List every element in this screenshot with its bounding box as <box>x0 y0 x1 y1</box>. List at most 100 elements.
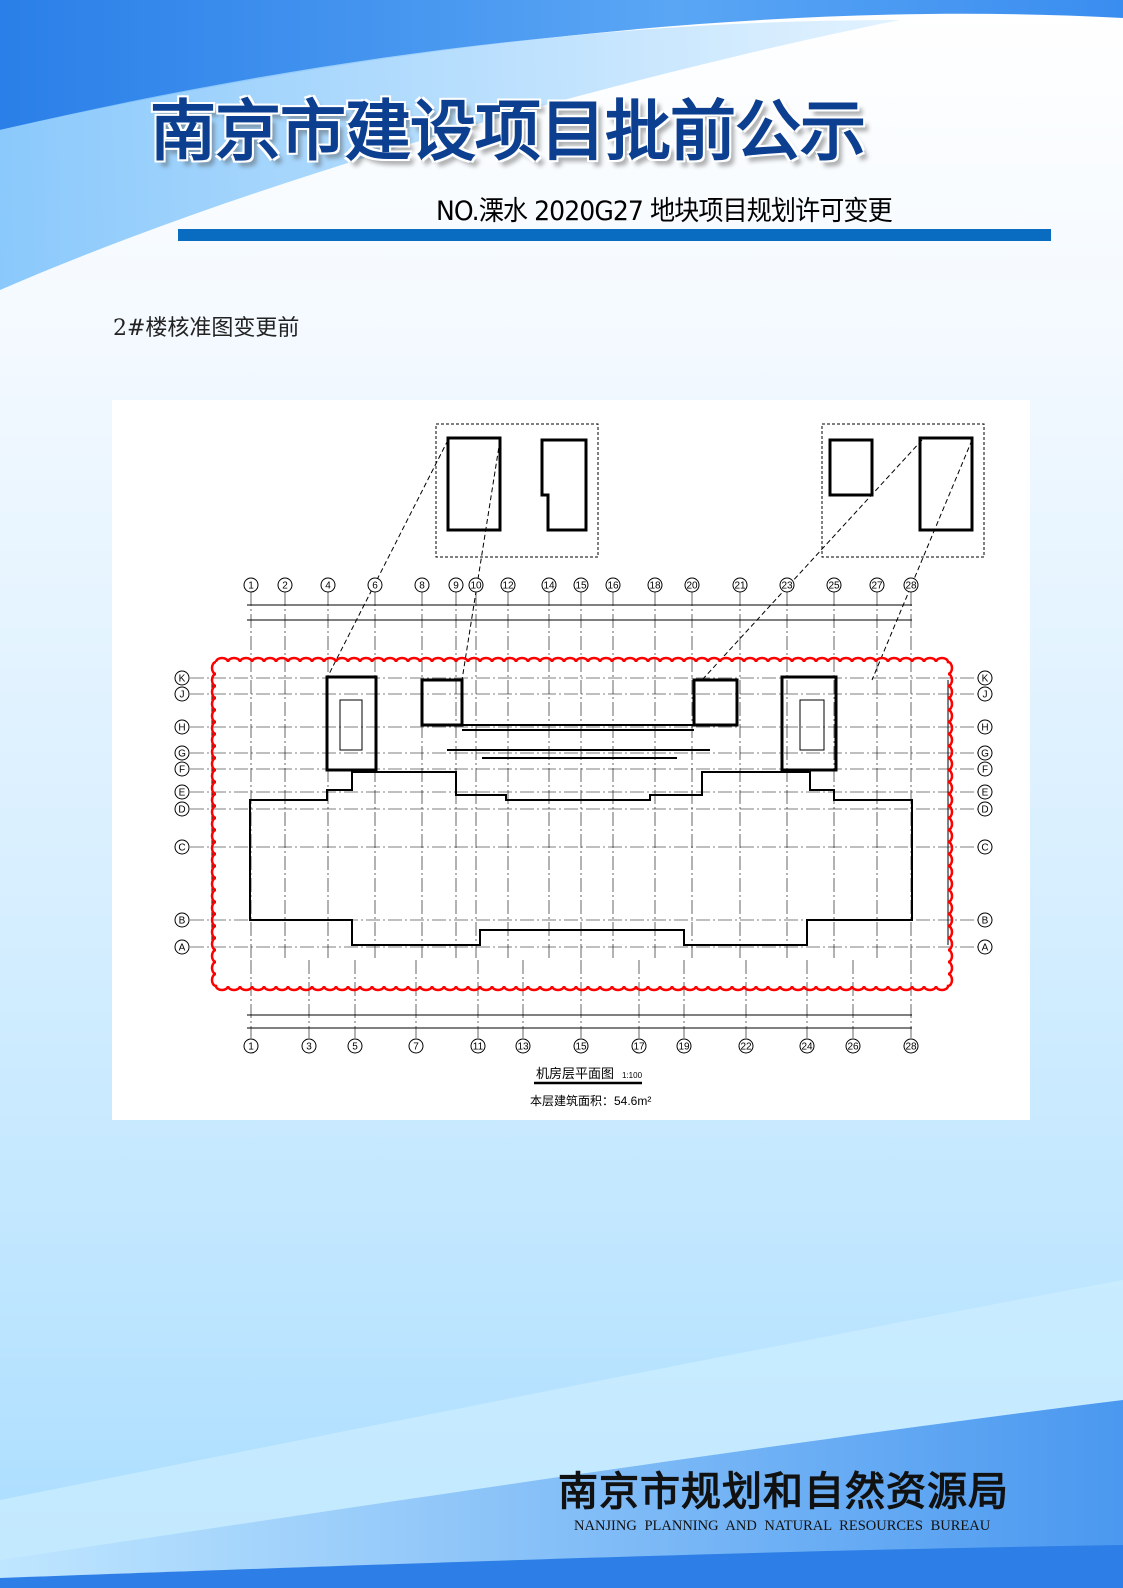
svg-text:D: D <box>981 805 988 816</box>
axis-label-top-4: 4 <box>320 577 336 593</box>
svg-text:2: 2 <box>282 581 288 592</box>
svg-text:27: 27 <box>871 581 883 592</box>
axis-label-left-H: H <box>174 719 190 735</box>
svg-text:25: 25 <box>828 581 840 592</box>
svg-text:A: A <box>982 943 989 954</box>
svg-text:K: K <box>179 674 186 685</box>
axis-label-bottom-22: 22 <box>738 1038 754 1054</box>
axis-label-bottom-5: 5 <box>347 1038 363 1054</box>
axis-label-top-18: 18 <box>647 577 663 593</box>
svg-text:1: 1 <box>248 1042 254 1053</box>
svg-text:B: B <box>179 916 186 927</box>
axis-label-bottom-7: 7 <box>408 1038 424 1054</box>
axis-label-top-12: 12 <box>500 577 516 593</box>
svg-text:4: 4 <box>325 581 331 592</box>
project-subtitle: NO.溧水 2020G27 地块项目规划许可变更 <box>436 196 893 227</box>
axis-label-top-1: 1 <box>243 577 259 593</box>
svg-text:F: F <box>982 765 988 776</box>
axis-label-left-C: C <box>174 839 190 855</box>
svg-text:B: B <box>982 916 989 927</box>
axis-label-left-E: E <box>174 784 190 800</box>
svg-text:11: 11 <box>473 1042 484 1053</box>
axis-label-top-10: 10 <box>468 577 484 593</box>
page-title: 南京市建设项目批前公示 <box>150 92 866 170</box>
svg-text:5: 5 <box>352 1042 358 1053</box>
axis-label-top-2: 2 <box>277 577 293 593</box>
svg-text:13: 13 <box>517 1042 529 1053</box>
svg-text:H: H <box>981 723 988 734</box>
plan-title: 机房层平面图 <box>536 1066 614 1081</box>
svg-text:8: 8 <box>419 581 425 592</box>
svg-text:D: D <box>178 805 185 816</box>
axis-label-right-C: C <box>977 839 993 855</box>
svg-text:H: H <box>178 723 185 734</box>
plan-scale: 1:100 <box>622 1071 643 1080</box>
title-underline-bar <box>178 229 1051 241</box>
axis-label-top-23: 23 <box>779 577 795 593</box>
svg-text:3: 3 <box>306 1042 312 1053</box>
svg-text:14: 14 <box>543 581 555 592</box>
svg-text:19: 19 <box>678 1042 690 1053</box>
axis-label-top-20: 20 <box>684 577 700 593</box>
axis-label-top-25: 25 <box>826 577 842 593</box>
axis-label-right-J: J <box>977 686 993 702</box>
svg-text:K: K <box>982 674 989 685</box>
svg-text:21: 21 <box>734 581 746 592</box>
axis-label-right-H: H <box>977 719 993 735</box>
axis-label-top-9: 9 <box>448 577 464 593</box>
revision-cloud <box>210 656 954 992</box>
axis-label-right-A: A <box>977 939 993 955</box>
axis-label-top-21: 21 <box>732 577 748 593</box>
floor-area-label: 本层建筑面积：54.6m² <box>530 1093 651 1108</box>
axis-label-bottom-26: 26 <box>845 1038 861 1054</box>
svg-text:C: C <box>178 843 185 854</box>
svg-text:15: 15 <box>575 1042 587 1053</box>
axis-label-top-15: 15 <box>573 577 589 593</box>
axis-label-left-F: F <box>174 761 190 777</box>
svg-text:7: 7 <box>413 1042 419 1053</box>
svg-text:9: 9 <box>453 581 459 592</box>
axis-label-top-16: 16 <box>605 577 621 593</box>
svg-text:22: 22 <box>740 1042 752 1053</box>
axis-label-left-K: K <box>174 670 190 686</box>
axis-label-right-E: E <box>977 784 993 800</box>
svg-text:15: 15 <box>575 581 587 592</box>
organization-name: 南京市规划和自然资源局 <box>558 1468 1009 1515</box>
svg-text:1: 1 <box>248 581 254 592</box>
svg-text:24: 24 <box>801 1042 813 1053</box>
svg-text:28: 28 <box>905 581 917 592</box>
svg-text:17: 17 <box>633 1042 645 1053</box>
axis-label-left-D: D <box>174 801 190 817</box>
axis-label-top-27: 27 <box>869 577 885 593</box>
svg-text:18: 18 <box>649 581 661 592</box>
svg-text:J: J <box>983 690 988 701</box>
axis-label-bottom-3: 3 <box>301 1038 317 1054</box>
svg-text:12: 12 <box>502 581 514 592</box>
svg-text:G: G <box>178 749 186 760</box>
axis-label-left-A: A <box>174 939 190 955</box>
axis-label-left-G: G <box>174 745 190 761</box>
inset-right <box>821 423 985 558</box>
axis-label-top-8: 8 <box>414 577 430 593</box>
axis-label-bottom-1: 1 <box>243 1038 259 1054</box>
axis-label-right-K: K <box>977 670 993 686</box>
axis-label-right-D: D <box>977 801 993 817</box>
axis-label-bottom-11: 11 <box>470 1038 486 1054</box>
svg-text:23: 23 <box>781 581 793 592</box>
axis-label-right-F: F <box>977 761 993 777</box>
axis-label-left-B: B <box>174 912 190 928</box>
svg-text:E: E <box>982 788 989 799</box>
axis-label-bottom-17: 17 <box>631 1038 647 1054</box>
svg-text:A: A <box>179 943 186 954</box>
svg-text:F: F <box>179 765 185 776</box>
svg-text:28: 28 <box>905 1042 917 1053</box>
svg-text:G: G <box>981 749 989 760</box>
svg-text:16: 16 <box>607 581 619 592</box>
svg-text:J: J <box>180 690 185 701</box>
axis-label-right-B: B <box>977 912 993 928</box>
axis-label-right-G: G <box>977 745 993 761</box>
axis-label-bottom-19: 19 <box>676 1038 692 1054</box>
